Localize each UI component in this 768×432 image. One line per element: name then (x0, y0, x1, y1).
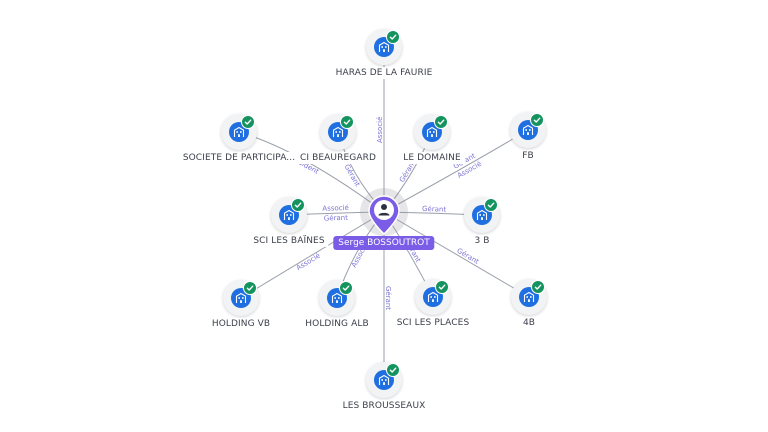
building-icon (523, 291, 535, 302)
check-icon (484, 198, 498, 212)
company-label: SCI LES PLACES (392, 317, 474, 329)
company-label: HOLDING VB (207, 318, 275, 330)
check-icon (386, 30, 400, 44)
building-icon (233, 126, 245, 137)
building-icon (378, 41, 390, 52)
check-icon (386, 363, 400, 377)
company-label: 3 B (470, 235, 494, 247)
person-pin-icon (368, 195, 400, 235)
building-icon (331, 292, 343, 303)
company-label: LES BROUSSEAUX (338, 400, 430, 412)
check-icon (243, 281, 257, 295)
edge-label: Associé (295, 252, 322, 272)
edge-label: Gérant (324, 214, 349, 223)
company-label: CI BEAUREGARD (296, 152, 380, 164)
check-icon (530, 113, 544, 127)
edge-label: Gérant (384, 286, 392, 310)
company-label: SCI LES BAÏNES (249, 235, 329, 247)
check-icon (339, 281, 353, 295)
center-person-label: Serge BOSSOUTROT (333, 236, 435, 250)
edge-label: Associé (376, 117, 384, 143)
building-icon (476, 209, 488, 220)
company-label: HOLDING ALB (301, 318, 373, 330)
edge-line (383, 211, 530, 298)
edge-4b: Gérant (383, 211, 530, 298)
company-label: FB (518, 150, 538, 162)
building-icon (522, 124, 534, 135)
edge-label: Gérant (343, 163, 362, 188)
check-icon (291, 198, 305, 212)
edge-label: Associé (322, 204, 349, 213)
building-icon (235, 292, 247, 303)
check-icon (531, 280, 545, 294)
company-label: HARAS DE LA FAURIE (331, 67, 437, 79)
building-icon (427, 291, 439, 302)
company-label: SOCIETE DE PARTICIPA... (178, 152, 300, 164)
building-icon (283, 209, 295, 220)
edge-label: Gérant (422, 205, 447, 214)
building-icon (332, 126, 344, 137)
check-icon (434, 115, 448, 129)
check-icon (340, 115, 354, 129)
company-label: 4B (518, 317, 540, 329)
company-label: LE DOMAINE (399, 152, 465, 164)
building-icon (378, 374, 390, 385)
edge-haras: Associé (376, 47, 385, 213)
building-icon (426, 126, 438, 137)
check-icon (241, 115, 255, 129)
check-icon (435, 280, 449, 294)
